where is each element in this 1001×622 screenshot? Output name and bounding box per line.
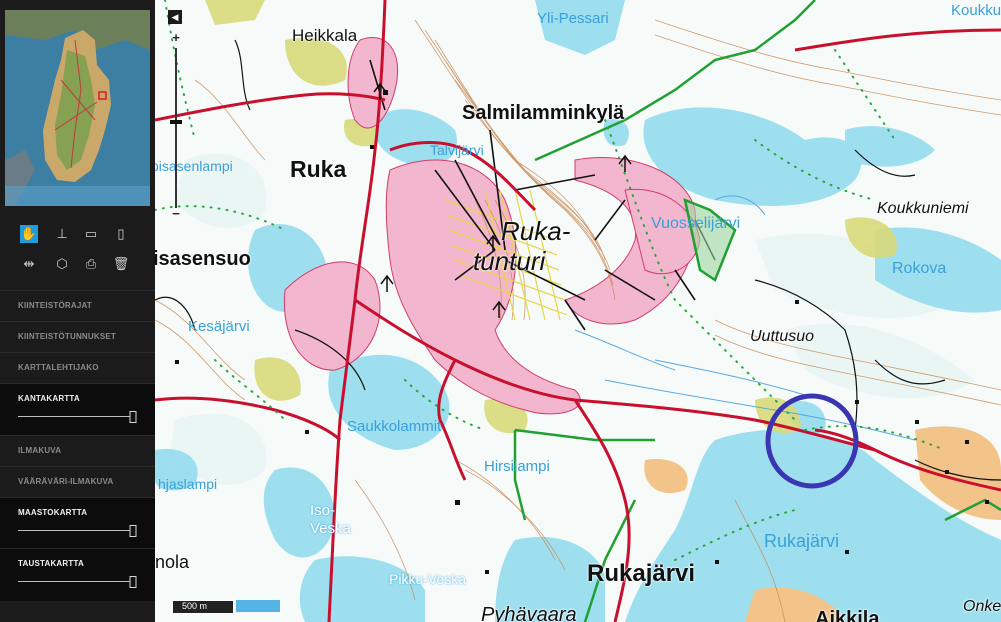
print-icon[interactable]: ⎙: [85, 256, 97, 271]
place-label: Talvijärvi: [430, 142, 484, 158]
place-label: Ruka: [290, 156, 347, 182]
place-label: oisasenlampi: [155, 158, 233, 174]
layer-label: TAUSTAKARTTA: [18, 559, 84, 568]
place-label: hjaslampi: [158, 476, 218, 492]
zoom-slider-track[interactable]: [175, 48, 177, 208]
place-label: Hirsilampi: [484, 458, 550, 475]
place-label: tunturi: [473, 246, 546, 276]
layer-label: KIINTEISTÖTUNNUKSET: [18, 332, 117, 341]
layer-label: KARTTALEHTIJAKO: [18, 363, 99, 372]
layer-opacity-slider[interactable]: [18, 576, 137, 588]
lift-station-icons: [373, 82, 632, 318]
layer-kiinteistötunnukset[interactable]: KIINTEISTÖTUNNUKSET: [0, 321, 155, 353]
trash-icon[interactable]: 🗑: [112, 256, 130, 271]
layer-taustakartta[interactable]: TAUSTAKARTTA: [0, 548, 155, 601]
overview-map[interactable]: [5, 10, 150, 206]
place-label: Pikku-Veska: [389, 571, 467, 587]
place-label: Rukajärvi: [587, 560, 696, 587]
overview-map-graphic: [5, 10, 150, 206]
main-roads: [155, 0, 1001, 622]
measure-ruler-icon[interactable]: ▭: [84, 226, 98, 241]
place-label: Salmilamminkylä: [462, 102, 625, 124]
place-label: Veska: [310, 520, 351, 537]
map-canvas[interactable]: Heikkala Yli-Pessari KoukkulanSalmilammink…: [155, 0, 1001, 622]
place-label: Pyhävaara: [481, 604, 577, 622]
collapse-sidebar-button[interactable]: ◀: [168, 10, 182, 24]
place-label: Yli-Pessari: [537, 10, 609, 27]
zoom-control: ◀ + −: [168, 10, 182, 221]
layer-kantakartta[interactable]: KANTAKARTTA: [0, 383, 155, 436]
layer-opacity-slider[interactable]: [18, 411, 137, 423]
pdf-icon[interactable]: ⬡: [56, 256, 68, 271]
contour-lines: [155, 19, 1001, 622]
place-label: Heikkala: [292, 26, 358, 45]
layer-label: ILMAKUVA: [18, 446, 62, 455]
layout-icon[interactable]: ▯: [117, 226, 125, 241]
toolbar: ✋ ⊥ ▭ ▯ ⇹ ⬡ ⎙ 🗑: [0, 215, 155, 287]
highlight-circle: [765, 393, 859, 489]
place-label: Rukajärvi: [764, 531, 840, 551]
layer-label: KIINTEISTÖRAJAT: [18, 301, 92, 310]
built-areas: [644, 426, 1001, 622]
layer-maastokartta[interactable]: MAASTOKARTTA: [0, 497, 155, 549]
place-label: Koukkuniemi: [877, 200, 969, 217]
trails: [155, 0, 946, 561]
place-label: Aikkila: [815, 608, 880, 622]
pan-hand-icon[interactable]: ✋: [20, 225, 38, 243]
layer-kiinteistörajat[interactable]: KIINTEISTÖRAJAT: [0, 290, 155, 322]
place-label: Saukkolammit: [347, 418, 442, 435]
place-label: Ruka-: [501, 216, 571, 246]
place-label: Koukkulan: [951, 2, 1001, 19]
layer-opacity-handle[interactable]: [129, 576, 137, 588]
scale-bar-label: 500 m: [182, 601, 208, 611]
place-label: Onke: [963, 598, 1001, 615]
place-label: Vuosselijärvi: [651, 215, 741, 232]
sidebar: ✋ ⊥ ▭ ▯ ⇹ ⬡ ⎙ 🗑 KIINTEISTÖRAJAT KIINTEISTÖTUNNUK…: [0, 0, 155, 622]
zoom-in-button[interactable]: +: [172, 30, 180, 45]
layer-karttalehtijako[interactable]: KARTTALEHTIJAKO: [0, 352, 155, 384]
layer-opacity-slider[interactable]: [18, 525, 137, 537]
ski-slopes: [444, 189, 568, 321]
layer-vääräväri-ilmakuva[interactable]: VÄÄRÄVÄRI-ILMAKUVA: [0, 466, 155, 498]
layer-label: MAASTOKARTTA: [18, 508, 88, 517]
layer-label: VÄÄRÄVÄRI-ILMAKUVA: [18, 477, 114, 486]
place-label: Kesäjärvi: [188, 318, 250, 335]
zoom-slider-handle[interactable]: [170, 120, 182, 124]
buildings: [175, 90, 989, 574]
scale-bar: 500 m: [172, 600, 282, 614]
place-label: Rokova: [892, 260, 947, 277]
topographic-map: [155, 0, 1001, 622]
layer-ilmakuva[interactable]: ILMAKUVA: [0, 435, 155, 467]
arrows-icon[interactable]: ⇹: [23, 256, 35, 271]
streams: [574, 195, 916, 441]
place-label: nola: [155, 552, 190, 572]
layer-opacity-handle[interactable]: [129, 525, 137, 537]
place-label: Uuttusuo: [750, 328, 815, 345]
overview-viewport-marker: [98, 91, 107, 100]
layer-label: KANTAKARTTA: [18, 394, 80, 403]
layer-opacity-handle[interactable]: [129, 411, 137, 423]
place-label: isasensuo: [155, 248, 251, 270]
zoom-out-button[interactable]: −: [172, 206, 180, 221]
place-label: Iso-: [310, 502, 336, 519]
pin-icon[interactable]: ⊥: [56, 226, 68, 241]
